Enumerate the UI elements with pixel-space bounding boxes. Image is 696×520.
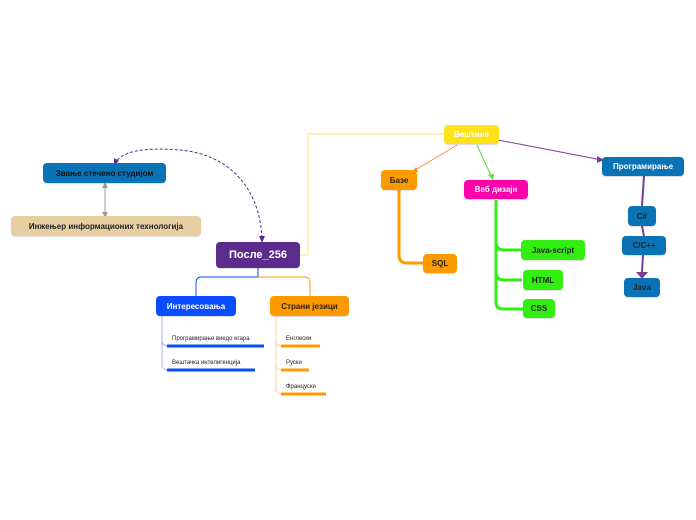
languages-node[interactable]: Страни језици	[270, 296, 349, 316]
csharp-node[interactable]: C#	[628, 206, 656, 226]
javascript-node[interactable]: Java-script	[521, 240, 585, 260]
connector-root-languages	[258, 276, 311, 296]
skills-node[interactable]: Вештине	[444, 125, 499, 144]
interests-node[interactable]: Интересовања	[156, 296, 236, 316]
arrow-engineer-down	[102, 212, 108, 218]
arrow-root	[259, 236, 265, 243]
connector-cpp-java	[641, 254, 644, 273]
language-item-english[interactable]: Енглески	[286, 336, 312, 342]
interest-item-ai[interactable]: Вештачка интелигенција	[172, 360, 241, 366]
language-item-french[interactable]: Француски	[286, 384, 316, 390]
connector-web-javascript	[494, 241, 522, 252]
connector-skills-programming	[497, 139, 603, 161]
java-node[interactable]: Java	[624, 278, 660, 297]
connector-skills-databases	[411, 144, 458, 173]
arrow-java	[636, 272, 648, 279]
connector-web-html	[494, 271, 522, 282]
language-item-russian[interactable]: Руски	[286, 360, 302, 366]
css-node[interactable]: CSS	[523, 299, 555, 318]
arrow-web	[488, 174, 494, 180]
connector-skills-web	[476, 144, 494, 181]
connector-root-degree-dashed	[114, 148, 263, 244]
interest-item-video-games[interactable]: Програмирање виедо игара	[172, 336, 250, 342]
html-node[interactable]: HTML	[523, 270, 563, 290]
cpp-node[interactable]: C/C++	[622, 236, 666, 255]
connector-web-children	[494, 200, 524, 311]
web-design-node[interactable]: Веб дизајн	[464, 180, 528, 199]
arrow-programming	[597, 156, 604, 163]
databases-node[interactable]: Базе	[381, 170, 417, 190]
sql-node[interactable]: SQL	[423, 254, 457, 273]
connector-databases-sql	[397, 190, 424, 265]
degree-node[interactable]: Звање стечено студијом	[43, 163, 166, 183]
connector-languages-children	[275, 316, 283, 395]
connector-programming-csharp	[641, 175, 645, 207]
connector-interests-children	[161, 316, 169, 371]
root-node[interactable]: После_256	[216, 242, 300, 268]
connector-csharp-cpp	[641, 225, 645, 237]
programming-node[interactable]: Програмирање	[602, 157, 684, 176]
arrow-degree-up	[102, 182, 108, 188]
engineer-node[interactable]: Инжењер информационих технологија	[11, 216, 201, 236]
connector-root-interests	[195, 268, 259, 296]
connector-root-skills	[300, 133, 444, 256]
